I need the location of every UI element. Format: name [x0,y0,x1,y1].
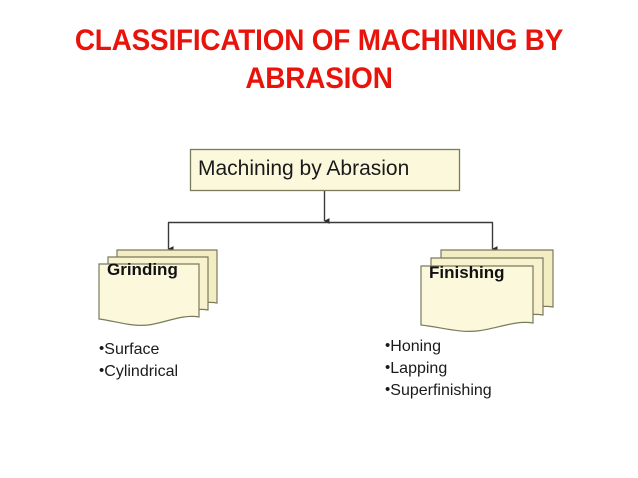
list-item: •Superfinishing [385,379,492,401]
bullet-dot-icon: • [385,359,391,376]
list-item-label: Superfinishing [390,382,492,399]
list-item: •Lapping [385,357,492,379]
finishing-layer-front [420,265,534,332]
list-item-label: Lapping [390,360,448,377]
node-finishing-stack[interactable]: Finishing [420,249,554,332]
node-root-machining-by-abrasion[interactable]: Machining by Abrasion [189,148,461,192]
bullet-dot-icon: • [99,340,105,357]
grinding-layer-front [98,263,200,326]
page-title: CLASSIFICATION OF MACHINING BY ABRASION [74,24,564,95]
bullet-dot-icon: • [99,362,105,379]
list-item-label: Cylindrical [104,363,179,380]
node-grinding-stack[interactable]: Grinding [98,249,218,326]
bullet-dot-icon: • [385,381,391,398]
list-item-label: Honing [390,338,441,355]
list-item-label: Surface [104,341,160,358]
list-item: •Honing [385,335,492,357]
node-finishing-label: Finishing [429,264,505,282]
list-finishing-types: •Honing •Lapping •Superfinishing [385,335,492,401]
node-root-label: Machining by Abrasion [198,158,410,180]
list-item: •Cylindrical [99,360,178,382]
list-item: •Surface [99,338,178,360]
node-root-body [189,148,461,192]
bullet-dot-icon: • [385,337,391,354]
node-grinding-label: Grinding [107,261,178,279]
connector-lines [167,190,498,252]
list-grinding-types: •Surface •Cylindrical [99,338,178,382]
